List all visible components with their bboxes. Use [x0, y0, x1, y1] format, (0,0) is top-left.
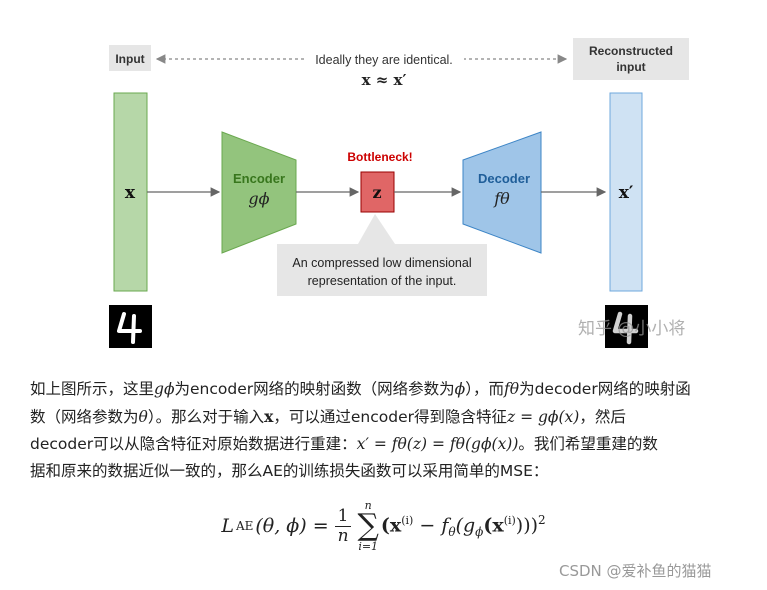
input-digit-image [109, 305, 152, 348]
formula-L: L [221, 515, 234, 537]
explanation-paragraph: 如上图所示，这里gϕ为encoder网络的映射函数（网络参数为ϕ），而fθ为de… [30, 376, 742, 485]
output-digit-image [605, 305, 648, 348]
svg-text:gϕ: gϕ [248, 189, 269, 208]
output-bar: x′ [609, 92, 643, 292]
decoder-block: Decoder fθ [462, 131, 542, 254]
formula-sup-i: (i) [401, 513, 414, 527]
autoencoder-diagram: Input Reconstructed input Ideally they a… [109, 38, 689, 348]
svg-text:x: x [125, 183, 136, 203]
formula-body2: (x [483, 514, 504, 537]
svg-text:z: z [372, 183, 381, 202]
text-run: 为encoder网络的映射函数（网络参数为 [174, 380, 455, 398]
formula-sup-i2: (i) [503, 513, 516, 527]
formula-args: (θ, ϕ) = [255, 515, 329, 537]
formula-fraction: 1 n [334, 507, 352, 546]
formula-summation: n ∑ i=1 [357, 500, 378, 552]
sigma-symbol: ∑ [357, 508, 379, 543]
svg-text:x′: x′ [619, 183, 634, 203]
svg-text:Input: Input [115, 52, 144, 66]
paragraph-line-2: 数（网络参数为θ）。那么对于输入x，可以通过encoder得到隐含特征z = g… [30, 403, 742, 431]
formula-g: (g [455, 514, 476, 537]
paragraph-line-3: decoder可以从隐含特征对原始数据进行重建：x′ = fθ(z) = fθ(… [30, 431, 742, 458]
svg-text:An compressed low dimensional: An compressed low dimensional [292, 256, 471, 270]
bottleneck-callout: An compressed low dimensional representa… [277, 214, 487, 296]
text-run: ），而 [465, 380, 504, 398]
encoder-block: Encoder gϕ [221, 131, 297, 254]
identical-note: Ideally they are identical. [315, 53, 453, 67]
svg-text:fθ: fθ [493, 189, 510, 208]
svg-text:input: input [616, 60, 645, 74]
math-g-phi: gϕ [154, 380, 175, 398]
text-run: decoder可以从隐含特征对原始数据进行重建： [30, 435, 357, 453]
math-z-equation: z = gϕ(x) [507, 408, 580, 426]
text-run: 如上图所示，这里 [30, 380, 155, 398]
formula-tail: ))) [515, 514, 539, 537]
text-run: ，可以通过encoder得到隐含特征 [273, 408, 507, 426]
math-phi: ϕ [454, 380, 466, 398]
fraction-denominator: n [337, 525, 349, 546]
svg-text:Reconstructed: Reconstructed [589, 44, 673, 58]
input-bar: x [113, 92, 148, 292]
identical-formula: x ≈ x′ [362, 71, 407, 89]
text-run: ）。那么对于输入 [147, 408, 265, 426]
text-run: 据和原来的数据近似一致的，那么AE的训练损失函数可以采用简单的MSE： [30, 462, 549, 480]
paragraph-line-1: 如上图所示，这里gϕ为encoder网络的映射函数（网络参数为ϕ），而fθ为de… [30, 376, 742, 403]
text-run: 为decoder网络的映射函 [519, 380, 691, 398]
csdn-watermark: CSDN @爱补鱼的猫猫 [559, 562, 712, 580]
math-theta: θ [138, 408, 148, 426]
math-x: x [264, 407, 274, 426]
formula-subscript-ae: AE [235, 519, 254, 533]
input-label: Input [109, 45, 151, 71]
svg-text:representation of the input.: representation of the input. [308, 274, 457, 288]
math-reconstruction-equation: x′ = fθ(z) = fθ(gϕ(x)) [356, 435, 519, 453]
formula-power: 2 [538, 512, 546, 527]
text-run: 。我们希望重建的数 [518, 435, 658, 453]
sum-lower-limit: i=1 [358, 540, 379, 553]
reconstructed-input-label: Reconstructed input [573, 38, 689, 80]
math-f-theta: fθ [503, 380, 520, 398]
formula-sub-theta: θ [448, 525, 456, 540]
sum-upper-limit: n [364, 499, 372, 512]
formula-sub-phi: ϕ [475, 525, 484, 540]
fraction-numerator: 1 [334, 507, 352, 527]
paragraph-line-4: 据和原来的数据近似一致的，那么AE的训练损失函数可以采用简单的MSE： [30, 458, 742, 485]
svg-text:Decoder: Decoder [478, 171, 530, 186]
zhihu-watermark: 知乎 @小小将 [578, 319, 686, 339]
bottleneck-block: z [360, 171, 395, 213]
bottleneck-title: Bottleneck! [347, 150, 412, 164]
text-run: 数（网络参数为 [30, 408, 139, 426]
formula-body: (x [380, 514, 402, 537]
svg-text:Encoder: Encoder [233, 171, 285, 186]
text-run: ，然后 [579, 408, 626, 426]
formula-minus-f: − f [413, 514, 449, 537]
